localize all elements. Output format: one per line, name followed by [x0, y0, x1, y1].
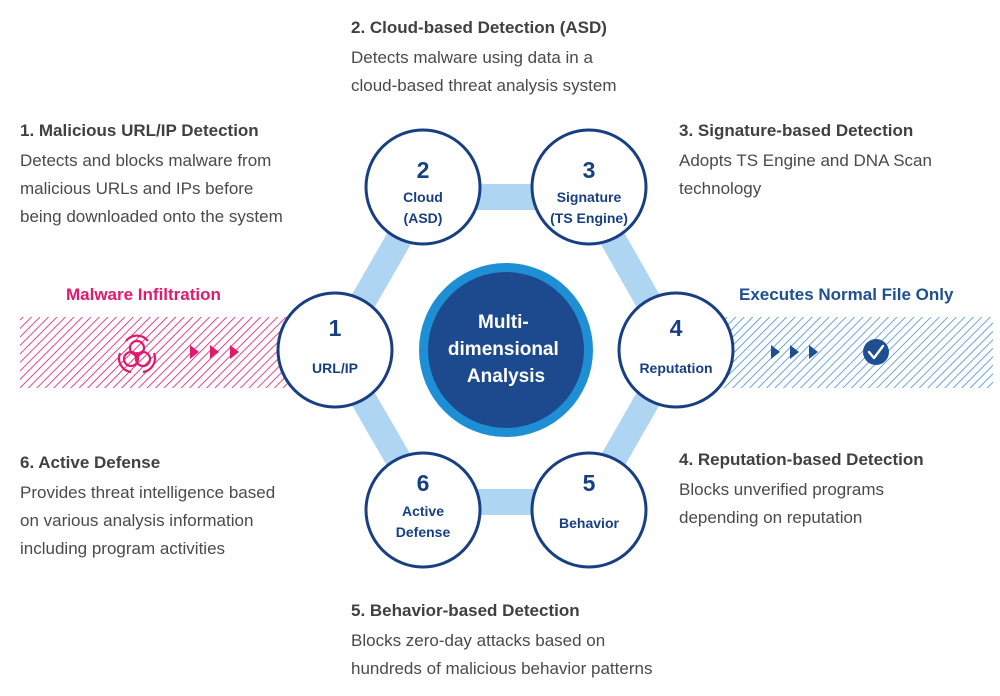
center-line: Multi-	[478, 312, 529, 333]
node-number: 2	[417, 157, 430, 183]
description-behavior-detection: 5. Behavior-based Detection Blocks zero-…	[351, 600, 652, 683]
description-line: Blocks zero-day attacks based on	[351, 631, 606, 650]
description-line: hundreds of malicious behavior patterns	[351, 659, 653, 678]
description-title: 3. Signature-based Detection	[679, 121, 914, 140]
description-line: being downloaded onto the system	[20, 207, 283, 226]
description-url-ip-detection: 1. Malicious URL/IP Detection Detects an…	[20, 120, 283, 231]
description-line: Blocks unverified programs	[679, 480, 885, 499]
node-number: 5	[583, 470, 596, 496]
node-url-ip: 1 URL/IP	[276, 291, 394, 409]
description-line: on various analysis information	[20, 511, 254, 530]
description-line: malicious URLs and IPs before	[20, 179, 254, 198]
description-signature-detection: 3. Signature-based Detection Adopts TS E…	[679, 120, 932, 203]
description-line: technology	[679, 179, 762, 198]
node-behavior: 5 Behavior	[530, 451, 648, 569]
node-label: Active	[402, 503, 444, 519]
malware-flow-band	[20, 317, 305, 388]
node-signature: 3 Signature (TS Engine)	[530, 128, 648, 246]
description-title: 2. Cloud-based Detection (ASD)	[351, 18, 607, 37]
center-hub: Multi- dimensional Analysis	[419, 263, 593, 437]
description-line: Detects malware using data in a	[351, 48, 593, 67]
node-number: 4	[670, 315, 683, 341]
node-label: (ASD)	[404, 210, 443, 226]
description-line: including program activities	[20, 539, 226, 558]
triangle-arrow-icon	[771, 345, 818, 359]
node-number: 1	[329, 315, 342, 341]
check-circle-icon	[863, 339, 889, 365]
description-title: 4. Reputation-based Detection	[679, 450, 924, 469]
center-line: Analysis	[467, 366, 545, 387]
description-line: Detects and blocks malware from	[20, 151, 272, 170]
node-label: Signature	[557, 189, 622, 205]
description-line: cloud-based threat analysis system	[351, 76, 617, 95]
biohazard-icon	[117, 334, 157, 374]
description-title: 5. Behavior-based Detection	[351, 601, 580, 620]
node-cloud: 2 Cloud (ASD)	[364, 128, 482, 246]
description-line: depending on reputation	[679, 508, 863, 527]
node-label: Cloud	[403, 189, 443, 205]
node-number: 6	[417, 470, 430, 496]
node-number: 3	[583, 157, 596, 183]
center-line: dimensional	[448, 339, 559, 360]
description-cloud-detection: 2. Cloud-based Detection (ASD) Detects m…	[351, 17, 617, 100]
node-label: Defense	[396, 524, 451, 540]
node-label: Reputation	[639, 360, 712, 376]
description-line: Adopts TS Engine and DNA Scan	[679, 151, 932, 170]
node-active-defense: 6 Active Defense	[364, 451, 482, 569]
node-label: (TS Engine)	[550, 210, 628, 226]
normal-flow-band	[715, 317, 993, 388]
svg-text:Multi- dimensional: Multi- dimensional Analysis	[448, 312, 564, 387]
node-reputation: 4 Reputation	[617, 291, 735, 409]
malware-infiltration-label: Malware Infiltration	[66, 285, 221, 304]
executes-normal-file-label: Executes Normal File Only	[739, 285, 954, 304]
node-label: Behavior	[559, 515, 619, 531]
node-label: URL/IP	[312, 360, 358, 376]
description-title: 1. Malicious URL/IP Detection	[20, 121, 259, 140]
description-active-defense: 6. Active Defense Provides threat intell…	[20, 452, 275, 563]
triangle-arrow-icon	[190, 345, 239, 359]
description-title: 6. Active Defense	[20, 453, 161, 472]
description-reputation-detection: 4. Reputation-based Detection Blocks unv…	[679, 449, 924, 532]
description-line: Provides threat intelligence based	[20, 483, 276, 502]
